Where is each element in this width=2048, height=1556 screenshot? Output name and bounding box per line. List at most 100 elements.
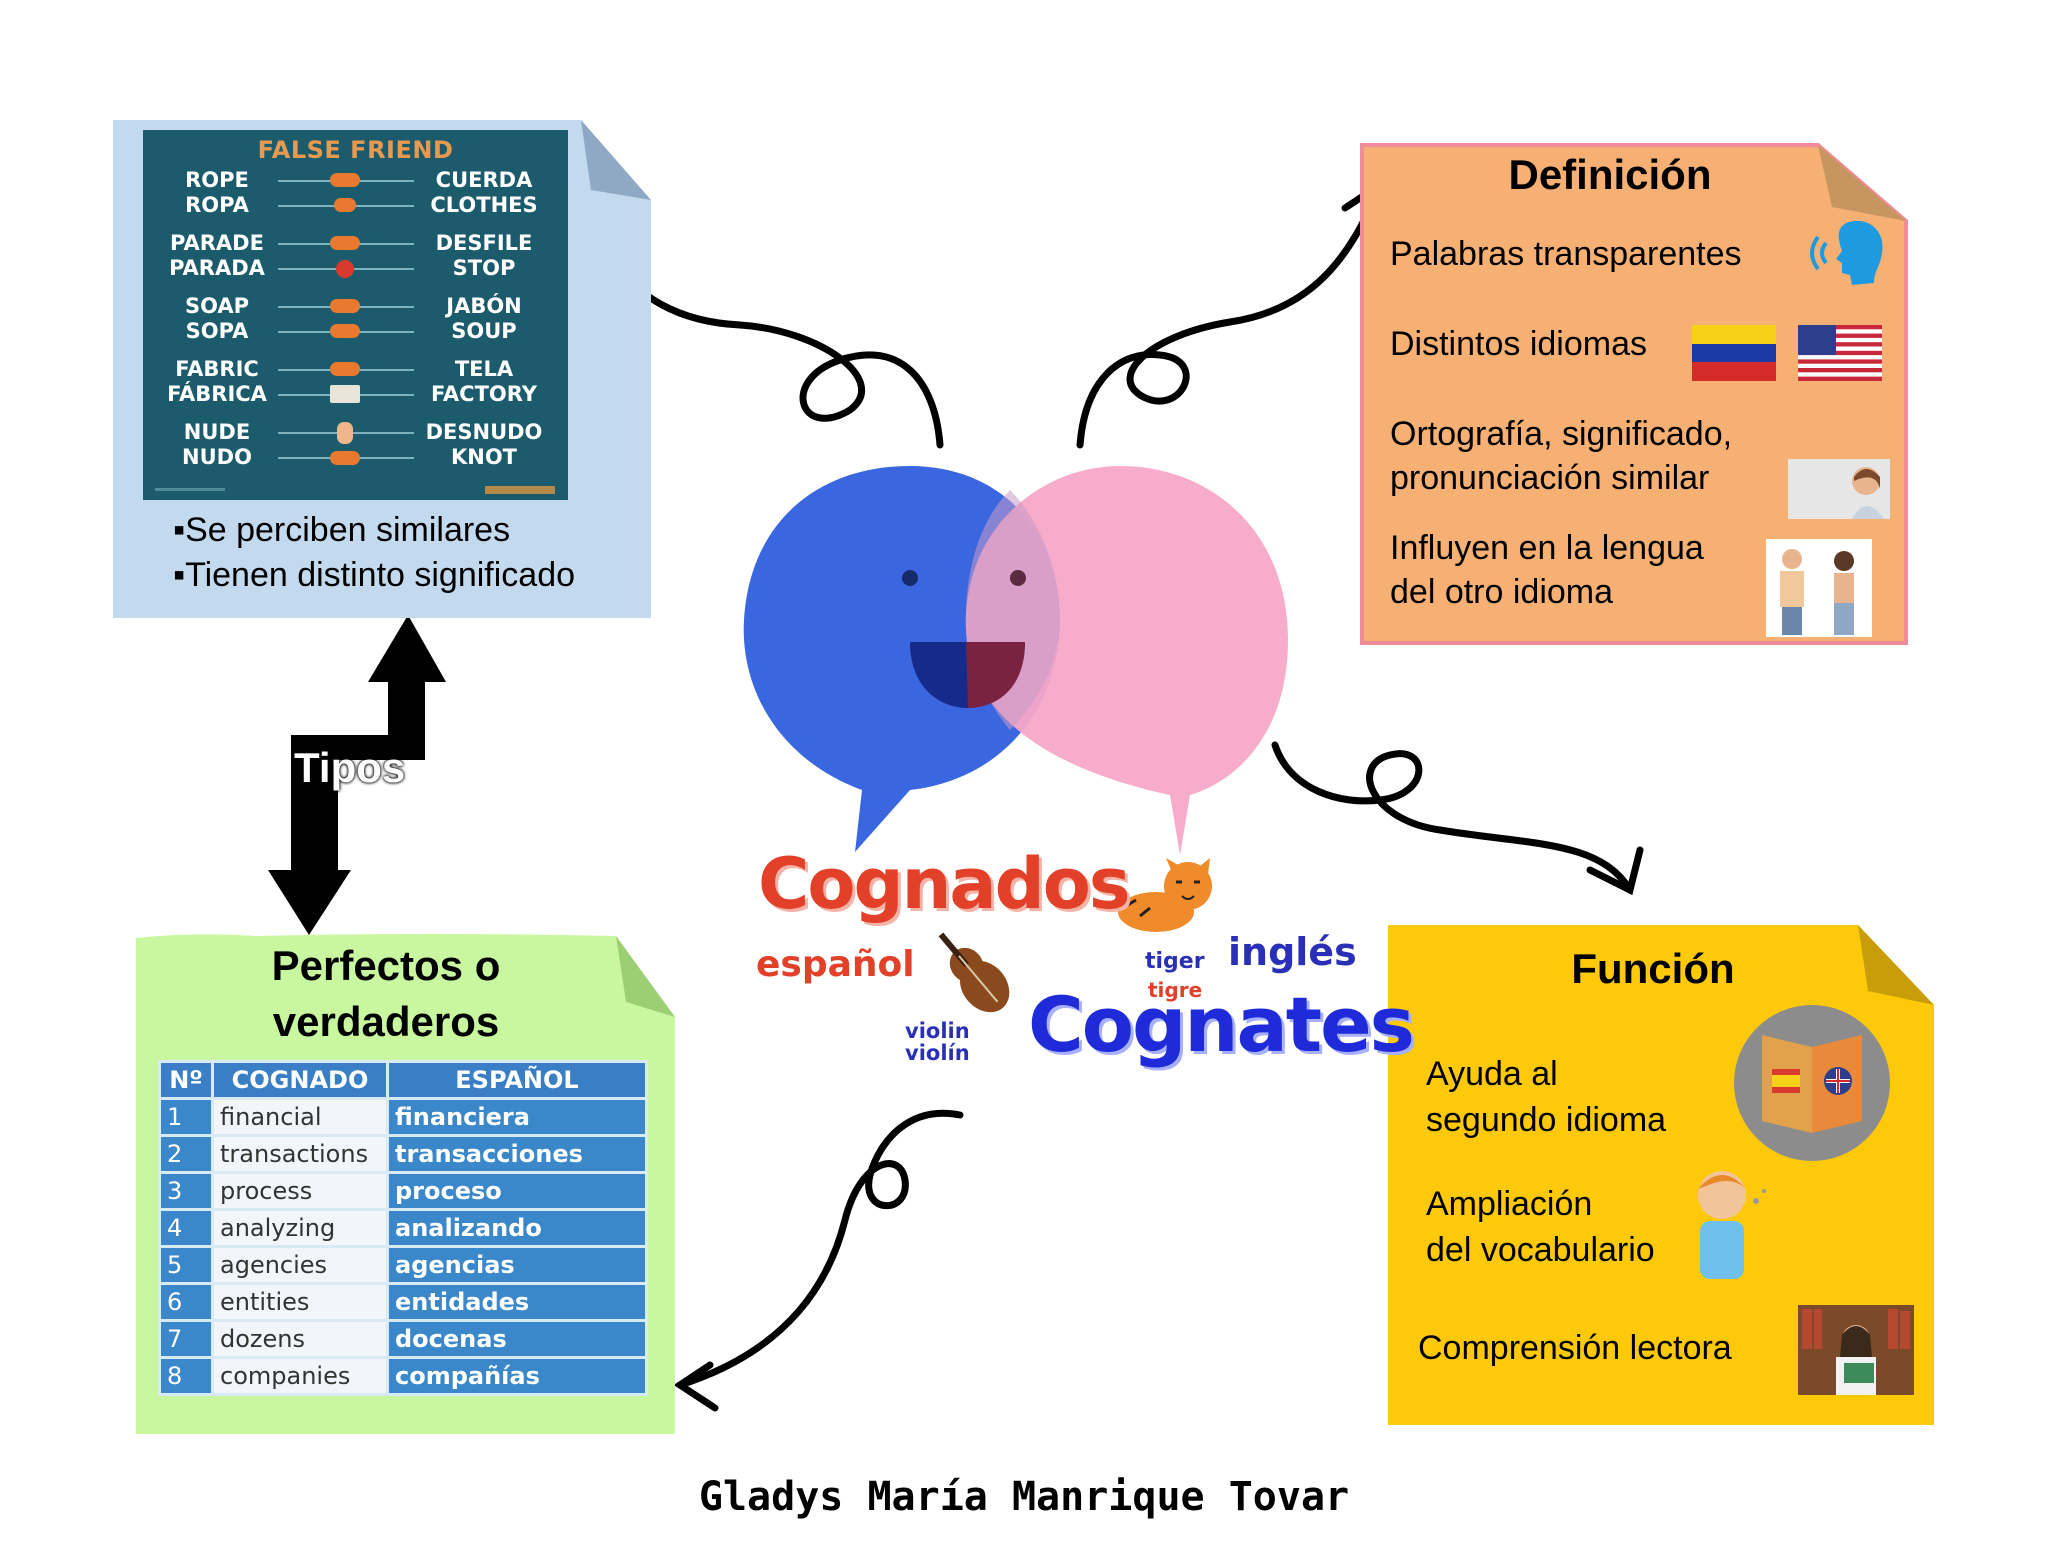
definicion-item: del otro idioma [1390, 573, 1614, 611]
violin-words: violin violín [905, 1020, 970, 1064]
people-icon [1766, 539, 1872, 637]
funcion-card: Función Ayuda al segundo idioma Ampliaci… [1388, 925, 1934, 1425]
row-number: 4 [158, 1208, 214, 1248]
pair-right-word: STOP [452, 256, 516, 280]
pair-left-word: PARADE [170, 231, 264, 255]
cognate-cell: process [211, 1171, 389, 1211]
bullet-item: Se perciben similares [173, 508, 575, 553]
violin-english: violin [905, 1019, 970, 1043]
spanish-cell: entidades [386, 1282, 648, 1322]
girl-reading-icon [1798, 1305, 1914, 1395]
row-number: 8 [158, 1356, 214, 1396]
funcion-item: Comprensión lectora [1418, 1329, 1732, 1367]
spanish-cell: transacciones [386, 1134, 648, 1174]
pair-right-word: JABÓN [446, 294, 522, 318]
thinking-woman-icon [1788, 459, 1890, 519]
cognate-cell: financial [211, 1097, 389, 1137]
cognate-cell: dozens [211, 1319, 389, 1359]
funcion-item: Ampliación [1426, 1185, 1593, 1223]
perfectos-title: Perfectos o verdaderos [271, 942, 501, 1045]
table-header-row: Nº COGNADO ESPAÑOL [158, 1060, 648, 1100]
rope-icon [330, 173, 360, 187]
spanish-cell: docenas [386, 1319, 648, 1359]
cognates-word: Cognates [1028, 980, 1415, 1069]
tiger-word: tiger [1145, 949, 1205, 974]
knot-icon [330, 451, 360, 465]
espanol-word: español [756, 944, 915, 985]
tiger-icon [1118, 858, 1212, 932]
pair-left-word: ROPE [185, 168, 249, 192]
bilingual-book-icon [1734, 1005, 1890, 1161]
cognate-cell: agencies [211, 1245, 389, 1285]
pair-right-word: CLOTHES [430, 193, 538, 217]
pair-right-word: SOUP [451, 319, 517, 343]
shirt-icon [334, 198, 356, 212]
false-friend-title: FALSE FRIEND [257, 136, 454, 164]
funcion-item: Ayuda al [1426, 1055, 1558, 1093]
row-number: 5 [158, 1245, 214, 1285]
definicion-item: pronunciación similar [1390, 459, 1710, 497]
pair-right-word: DESNUDO [425, 420, 543, 444]
column-header: Nº [158, 1060, 214, 1100]
funcion-item: del vocabulario [1426, 1231, 1655, 1269]
pair-left-word: ROPA [185, 193, 249, 217]
tigre-word: tigre [1148, 978, 1203, 1002]
definicion-item: Palabras transparentes [1390, 235, 1742, 273]
violin-icon [938, 932, 1010, 1013]
ingles-word: inglés [1228, 930, 1357, 974]
funcion-title: Función [1571, 945, 1735, 992]
arrow-to-definicion [1076, 181, 1384, 449]
spanish-cell: compañías [386, 1356, 648, 1396]
pair-right-word: TELA [454, 357, 514, 381]
definicion-card-shape [1360, 143, 1908, 645]
violin-spanish: violín [905, 1041, 970, 1065]
false-friend-bullets: Se perciben similares Tienen distinto si… [173, 508, 575, 598]
parade-icon [330, 236, 360, 250]
speaking-head-icon [1810, 220, 1883, 285]
pair-right-word: KNOT [450, 445, 518, 469]
fabric-icon [330, 362, 360, 376]
cognate-cell: transactions [211, 1134, 389, 1174]
speech-bubbles-icon [743, 466, 1288, 855]
spanish-cell: analizando [386, 1208, 648, 1248]
tipos-double-arrow [268, 615, 446, 935]
row-number: 6 [158, 1282, 214, 1322]
venezuela-flag-icon [1692, 325, 1776, 381]
cognate-cell: entities [211, 1282, 389, 1322]
column-header: COGNADO [211, 1060, 389, 1100]
pair-left-word: FABRIC [175, 357, 259, 381]
definicion-title: Definición [1508, 151, 1712, 198]
cognate-cell: companies [211, 1356, 389, 1396]
pair-left-word: NUDE [183, 420, 251, 444]
definicion-card: Definición Palabras transparentes Distin… [1360, 143, 1908, 645]
pair-left-word: SOPA [185, 319, 249, 343]
definicion-item: Ortografía, significado, [1390, 415, 1733, 453]
factory-icon [330, 385, 360, 403]
soap-icon [330, 299, 360, 313]
spanish-cell: agencias [386, 1245, 648, 1285]
usa-flag-icon [1798, 325, 1882, 381]
pair-right-word: FACTORY [430, 382, 537, 406]
definicion-item: Distintos idiomas [1390, 325, 1647, 363]
definicion-item: Influyen en la lengua [1390, 529, 1704, 567]
cognados-word: Cognados [758, 843, 1131, 925]
row-number: 2 [158, 1134, 214, 1174]
board-footer-logo [155, 486, 555, 494]
bullet-item: Tienen distinto significado [173, 553, 575, 598]
pair-left-word: PARADA [169, 256, 265, 280]
author-name: Gladys María Manrique Tovar [698, 1474, 1350, 1520]
